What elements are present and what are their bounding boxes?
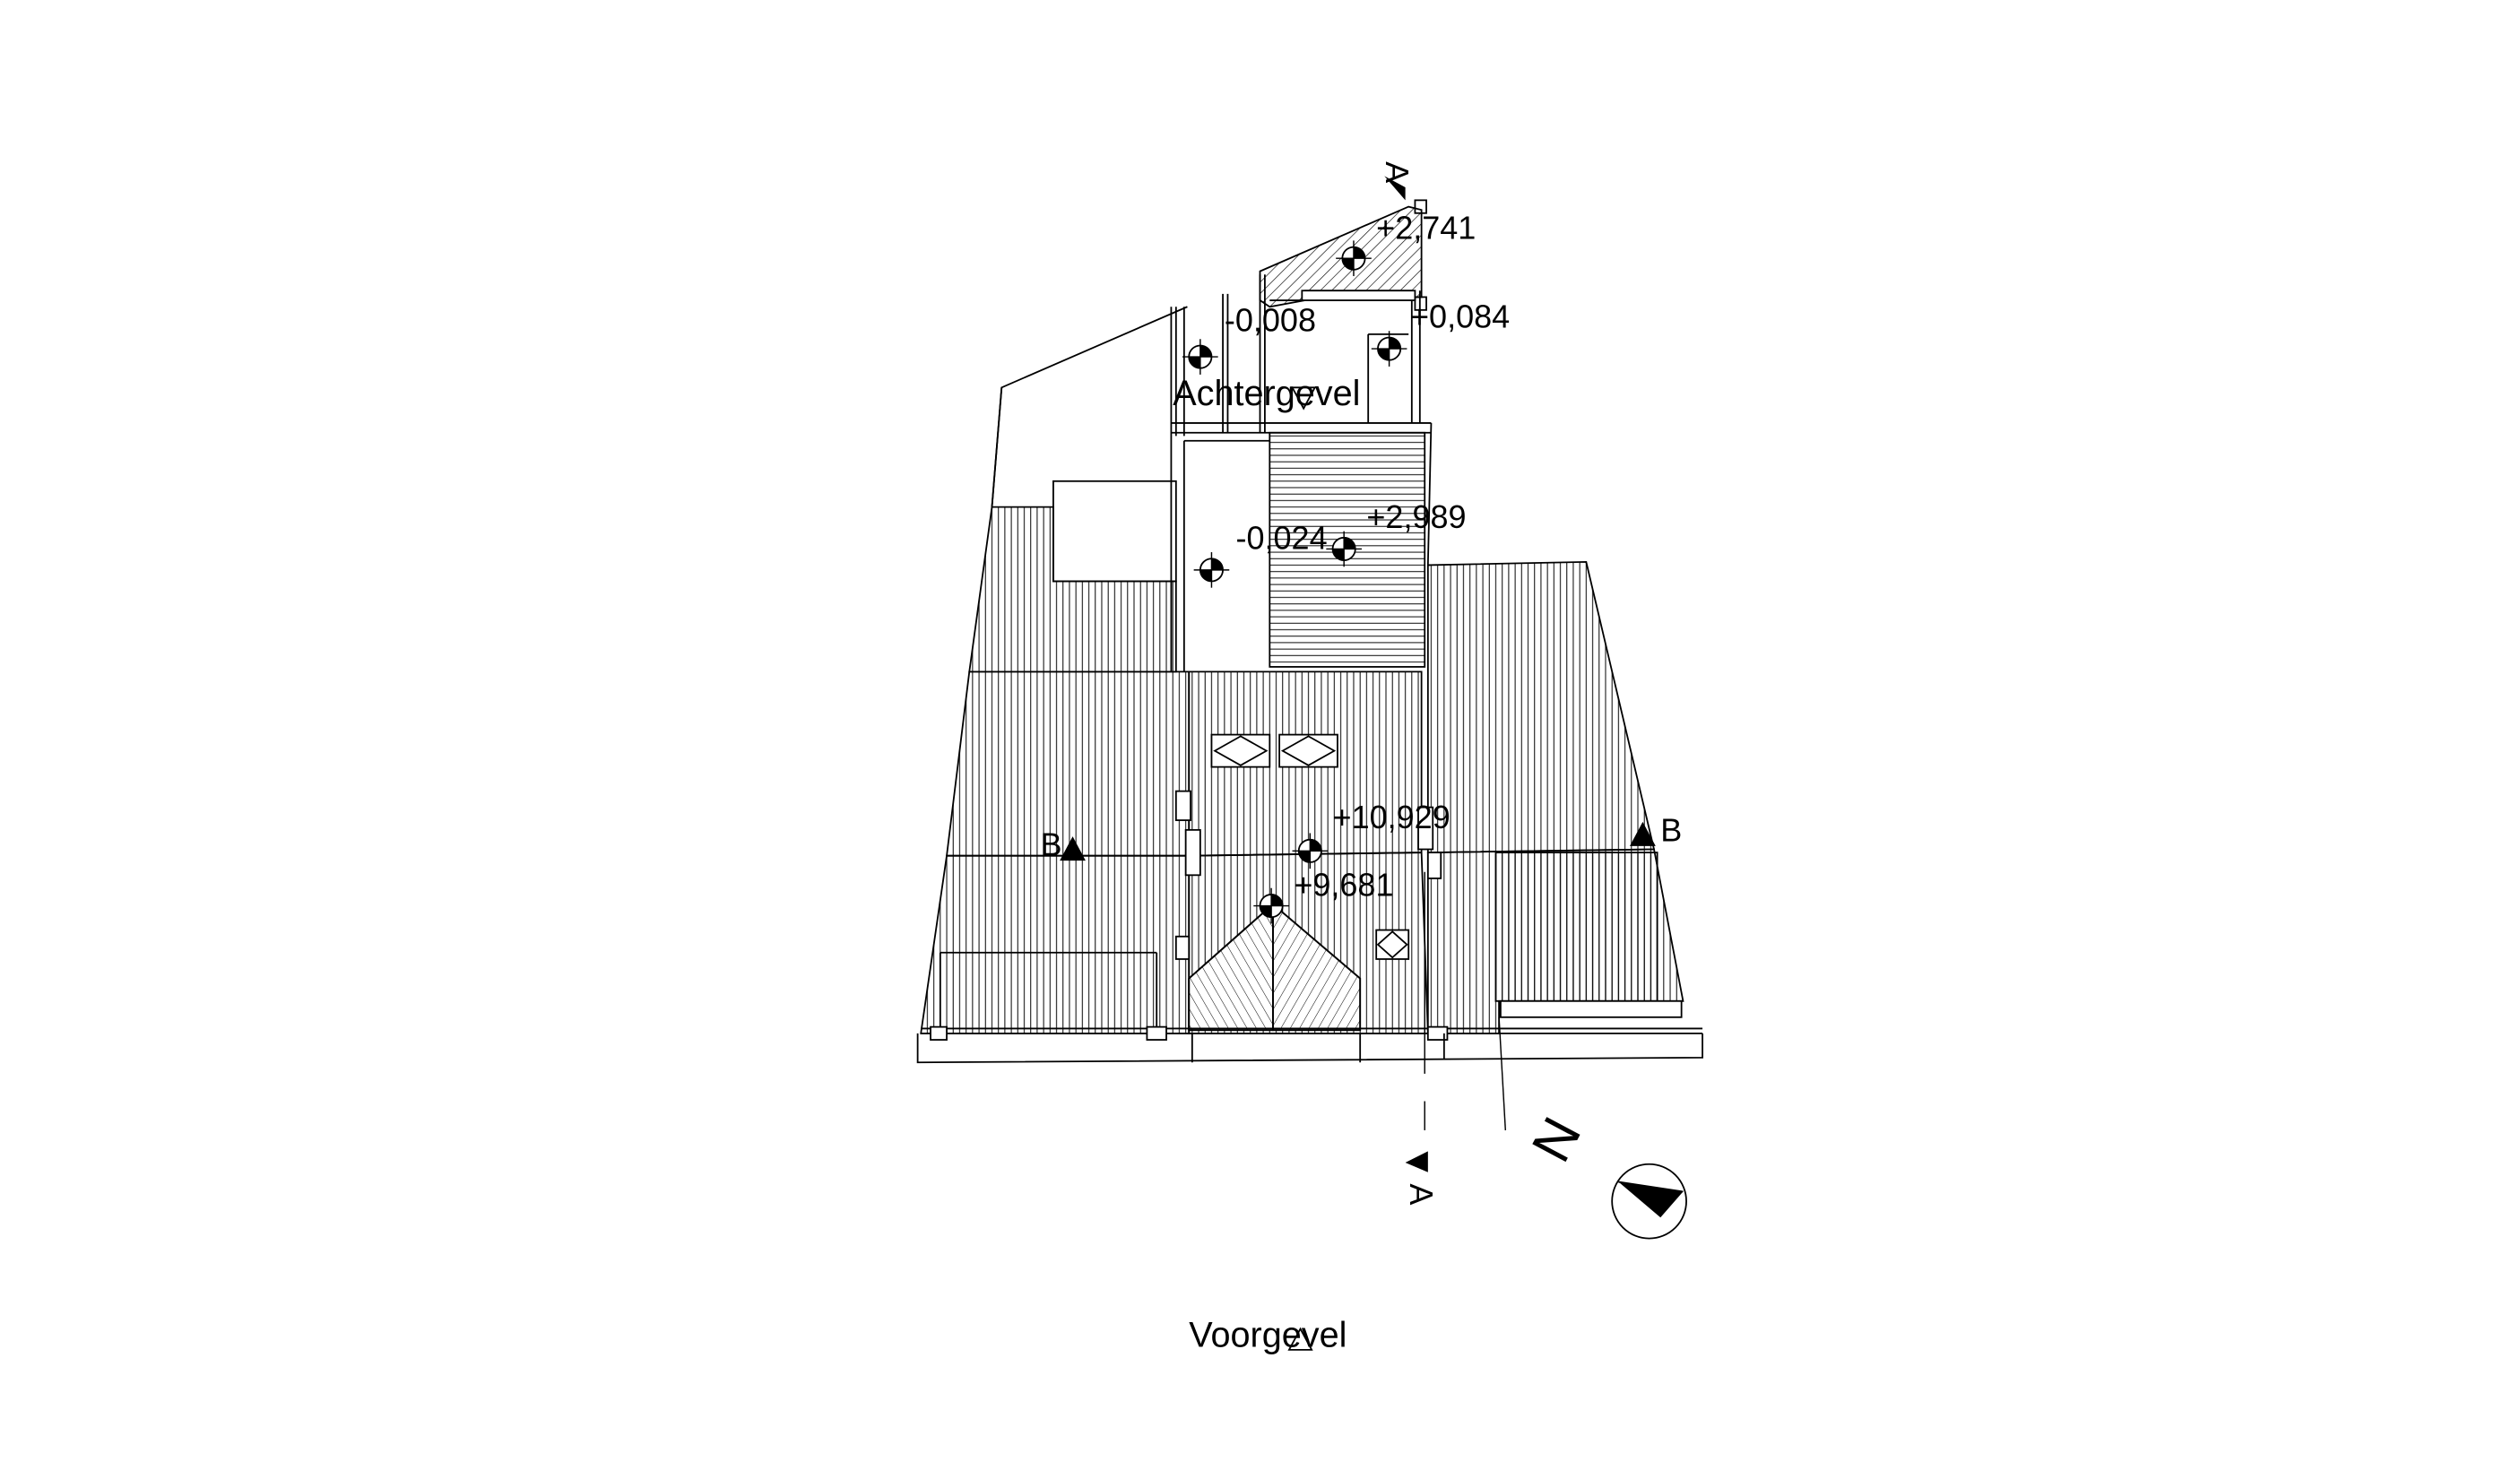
left-roof-upper	[968, 506, 1177, 673]
level-label: -0,024	[1235, 519, 1327, 556]
right-dormer-roof	[1494, 852, 1658, 1002]
front-dormer	[1188, 902, 1362, 1032]
property-line	[1498, 1016, 1507, 1130]
neighbour-plot-outline	[991, 306, 1188, 507]
section-b-arrow-icon	[1630, 821, 1656, 846]
level-marker	[1370, 330, 1408, 368]
left-roof-lower	[920, 854, 1191, 1034]
chimney	[1184, 828, 1201, 877]
section-b-label: B	[1041, 826, 1062, 863]
level-label: +2,741	[1376, 210, 1476, 246]
voorgevel-label: Voorgevel	[1189, 1315, 1347, 1354]
chimney	[1174, 935, 1191, 960]
level-marker	[1192, 551, 1231, 589]
level-label: +10,929	[1333, 799, 1451, 835]
chimney	[1417, 806, 1434, 851]
chimney	[1174, 790, 1191, 821]
section-b-label: B	[1660, 811, 1682, 848]
section-b-arrow-icon	[1060, 836, 1086, 861]
level-label: +9,681	[1294, 867, 1393, 904]
north-label: N	[1520, 1108, 1593, 1172]
annex-outline	[1052, 480, 1177, 583]
right-roof-upper	[1426, 560, 1656, 854]
achtergevel-label: Achtergevel	[1173, 374, 1360, 413]
top-volume-roof	[1259, 199, 1427, 311]
level-marker	[1182, 338, 1219, 376]
level-label: +0,084	[1410, 298, 1510, 335]
section-a-arrow-icon	[1384, 176, 1406, 201]
north-arrow-icon	[1611, 1163, 1687, 1240]
section-a-label: A	[1403, 1183, 1440, 1205]
section-a-label: A	[1379, 161, 1416, 183]
roof-windows	[1210, 733, 1410, 960]
achtergevel-triangle-icon	[1291, 386, 1317, 411]
left-roof-middle	[946, 670, 1191, 857]
front-gutter	[916, 951, 1703, 1064]
section-a-arrow-icon	[1405, 1151, 1428, 1172]
voorgevel-triangle-icon	[1287, 1327, 1313, 1351]
chimney	[1426, 852, 1442, 879]
level-label: +2,989	[1366, 498, 1466, 535]
level-label: -0,008	[1225, 301, 1316, 338]
